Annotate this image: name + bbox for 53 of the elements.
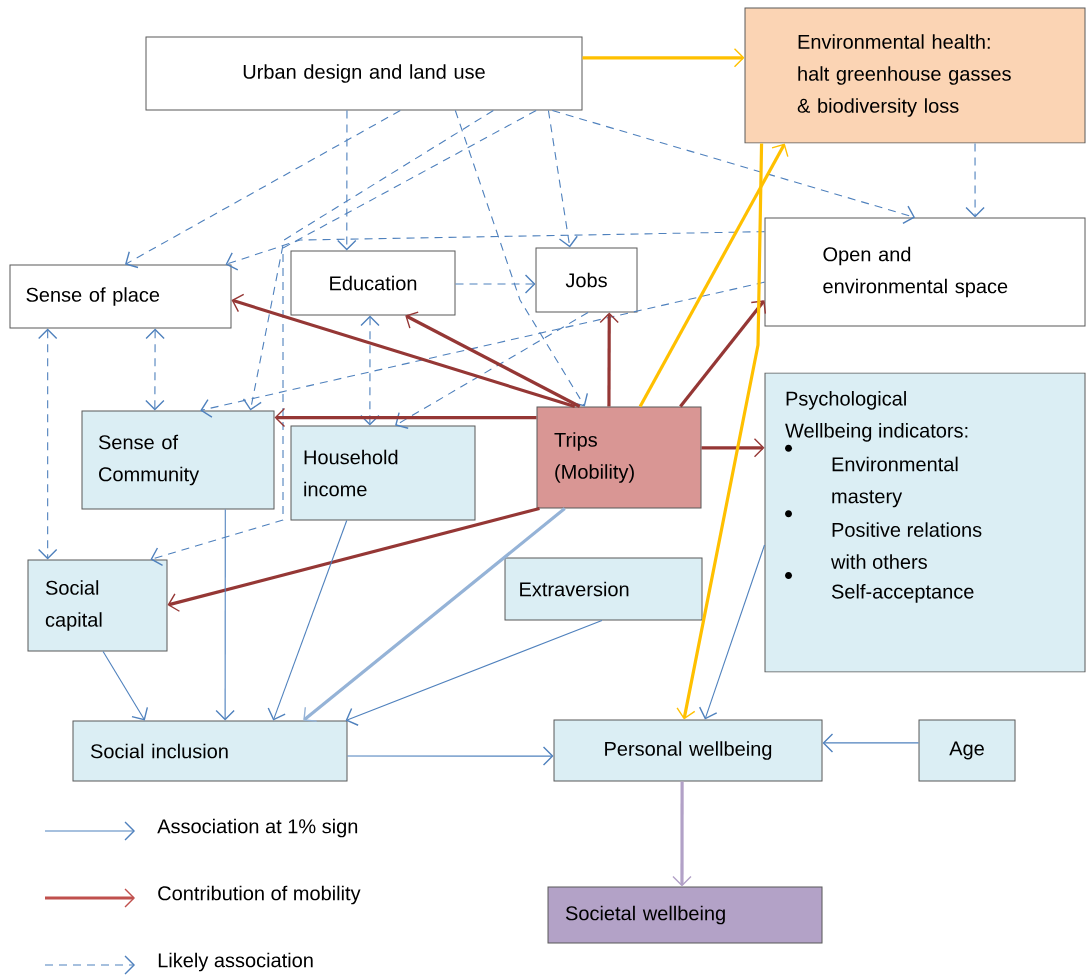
dashed-arrow (551, 109, 916, 224)
dashed-arrow (150, 109, 537, 566)
arrow (267, 519, 348, 721)
concept-box: Age (918, 719, 1016, 782)
arrow (102, 650, 149, 721)
arrow (231, 293, 576, 409)
arrow (345, 619, 603, 726)
arrow (215, 508, 235, 721)
dashed-arrow (454, 274, 536, 294)
dashed-arrow (242, 109, 494, 411)
arrow (167, 506, 540, 612)
arrow (346, 746, 554, 766)
arrow (701, 438, 765, 458)
concept-box: Open and environmental space (764, 217, 1086, 327)
arrow (698, 544, 766, 720)
dashed-arrow (124, 109, 401, 269)
concept-box: Social capital (27, 559, 168, 652)
dashed-arrow (225, 231, 766, 271)
concept-box: Social inclusion (72, 720, 348, 782)
arrow (676, 143, 764, 720)
arrow (672, 781, 692, 887)
concept-box: Trips (Mobility) (536, 406, 702, 509)
double-arrow (37, 328, 58, 560)
arrow (679, 300, 767, 408)
dashed-arrow (547, 109, 578, 248)
dashed-arrow (337, 109, 357, 251)
concept-box: Urban design and land use (145, 36, 583, 111)
dashed-arrow (395, 311, 589, 429)
double-arrow (145, 328, 165, 411)
dashed-arrow (200, 281, 766, 418)
arrow (303, 507, 566, 722)
concept-box: Sense of place (9, 264, 232, 329)
arrow (274, 407, 537, 428)
legend-text: Association at 1% sign (157, 818, 358, 838)
arrow (405, 311, 581, 408)
arrow (582, 48, 745, 68)
concept-box: Personal wellbeing (553, 719, 823, 782)
concept-box: Sense of Community (81, 410, 275, 510)
concept-box: Jobs (535, 247, 638, 313)
concept-box: Household income (290, 425, 476, 521)
arrow (638, 143, 789, 408)
concept-box: Extraversion (504, 557, 703, 621)
arrow (822, 733, 920, 753)
legend-text: Likely association (158, 952, 313, 972)
dashed-arrow (454, 109, 589, 407)
concept-box: Societal wellbeing (547, 886, 823, 944)
dashed-arrow (965, 142, 985, 218)
concept-box: Environmental health: halt greenhouse gasses & biodiversity loss (744, 7, 1086, 144)
arrow (599, 312, 619, 407)
concept-box: Education (290, 250, 456, 316)
double-arrow (360, 315, 380, 426)
legend-text: Contribution of mobility (158, 885, 361, 905)
concept-box: Psychological Wellbeing indicators: Environmental mastery Positive relations with others Self-acceptance (764, 372, 1086, 673)
